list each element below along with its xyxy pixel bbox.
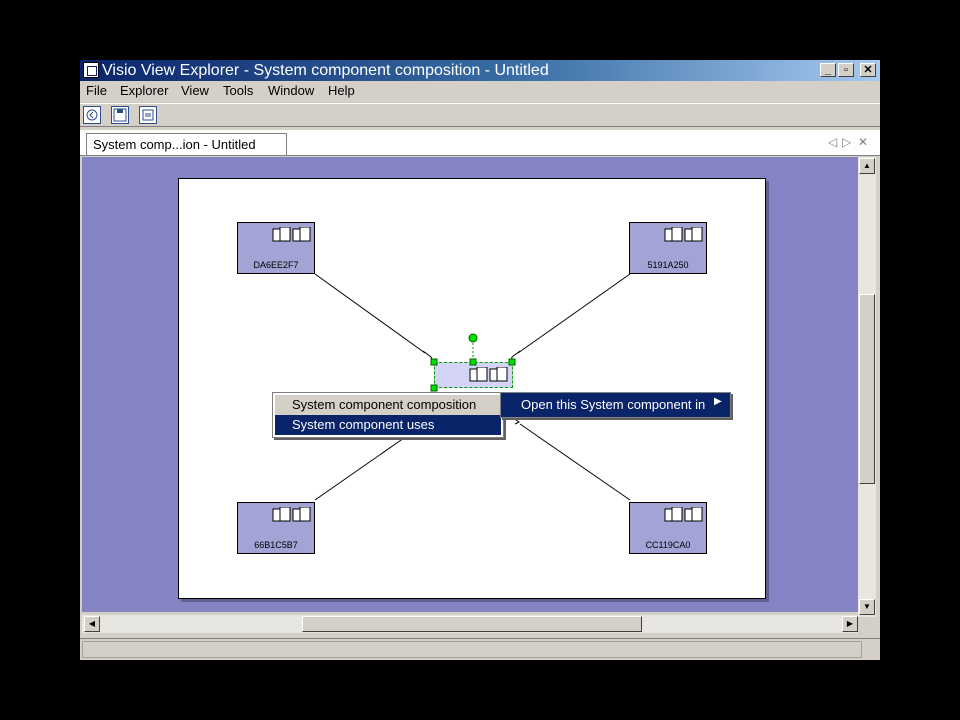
menu-item-system-component-uses[interactable]: System component uses xyxy=(275,415,501,435)
app-window: Visio View Explorer - System component c… xyxy=(80,60,880,660)
app-icon[interactable] xyxy=(83,62,99,78)
status-cell xyxy=(82,641,862,658)
tab-prev-icon[interactable]: ◁ xyxy=(828,135,838,149)
window-title: Visio View Explorer - System component c… xyxy=(102,62,549,79)
node-label: CC119CA0 xyxy=(645,540,691,550)
node-label: 66B1C5B7 xyxy=(254,540,298,550)
status-bar xyxy=(80,638,880,660)
save-tool-icon[interactable] xyxy=(111,106,129,124)
drawing-canvas[interactable]: DA6EE2F7 5191A250 66B1C5B7 xyxy=(82,157,858,612)
menu-explorer[interactable]: Explorer xyxy=(120,83,169,98)
menu-window[interactable]: Window xyxy=(268,83,315,98)
connector-lines xyxy=(314,273,631,501)
scroll-left-icon[interactable]: ◀ xyxy=(84,616,100,632)
title-bar[interactable]: Visio View Explorer - System component c… xyxy=(80,60,880,81)
selection-handles[interactable] xyxy=(427,331,519,395)
component-node[interactable]: DA6EE2F7 xyxy=(237,222,315,274)
component-node[interactable]: CC119CA0 xyxy=(629,502,707,554)
menu-tools[interactable]: Tools xyxy=(223,83,254,98)
scroll-up-icon[interactable]: ▲ xyxy=(859,158,875,174)
menu-item-open-in[interactable]: Open this System component in xyxy=(503,395,728,415)
menu-file[interactable]: File xyxy=(86,83,107,98)
vertical-scroll-thumb[interactable] xyxy=(859,294,875,484)
refresh-icon xyxy=(142,109,154,121)
back-icon xyxy=(86,109,98,121)
component-icon xyxy=(272,507,311,522)
component-icon xyxy=(664,507,703,522)
component-icon xyxy=(664,227,703,242)
component-node[interactable]: 5191A250 xyxy=(629,222,707,274)
component-icon xyxy=(272,227,311,242)
toolbar xyxy=(80,103,880,127)
selected-component-node[interactable] xyxy=(434,362,513,388)
tab-document[interactable]: System comp...ion - Untitled xyxy=(86,133,287,155)
tab-strip: System comp...ion - Untitled ◁ ▷ ✕ xyxy=(80,130,880,156)
component-icon xyxy=(469,367,508,382)
context-menu: Open this System component in ▶ xyxy=(500,392,731,418)
tab-close-icon[interactable]: ✕ xyxy=(858,135,869,149)
back-tool-icon[interactable] xyxy=(83,106,101,124)
minimize-button[interactable]: _ xyxy=(820,63,836,77)
scroll-right-icon[interactable]: ▶ xyxy=(842,616,858,632)
vertical-scrollbar[interactable]: ▲ ▼ xyxy=(858,157,876,617)
close-button[interactable]: ✕ xyxy=(860,63,876,77)
node-label: 5191A250 xyxy=(647,260,689,270)
component-node[interactable]: 66B1C5B7 xyxy=(237,502,315,554)
node-label: DA6EE2F7 xyxy=(253,260,299,270)
menu-view[interactable]: View xyxy=(181,83,209,98)
restore-button[interactable]: ▫ xyxy=(838,63,854,77)
drawing-page[interactable]: DA6EE2F7 5191A250 66B1C5B7 xyxy=(178,178,766,599)
submenu-arrow-icon: ▶ xyxy=(714,396,722,407)
tab-next-icon[interactable]: ▷ xyxy=(842,135,852,149)
context-submenu: System component composition System comp… xyxy=(272,392,504,438)
menu-help[interactable]: Help xyxy=(328,83,355,98)
menu-bar: File Explorer View Tools Window Help xyxy=(80,81,880,101)
save-icon xyxy=(113,108,127,122)
horizontal-scroll-thumb[interactable] xyxy=(302,616,642,632)
horizontal-scrollbar[interactable]: ◀ ▶ xyxy=(82,615,858,633)
refresh-tool-icon[interactable] xyxy=(139,106,157,124)
scroll-down-icon[interactable]: ▼ xyxy=(859,599,875,615)
menu-item-system-component-composition[interactable]: System component composition xyxy=(275,395,501,415)
